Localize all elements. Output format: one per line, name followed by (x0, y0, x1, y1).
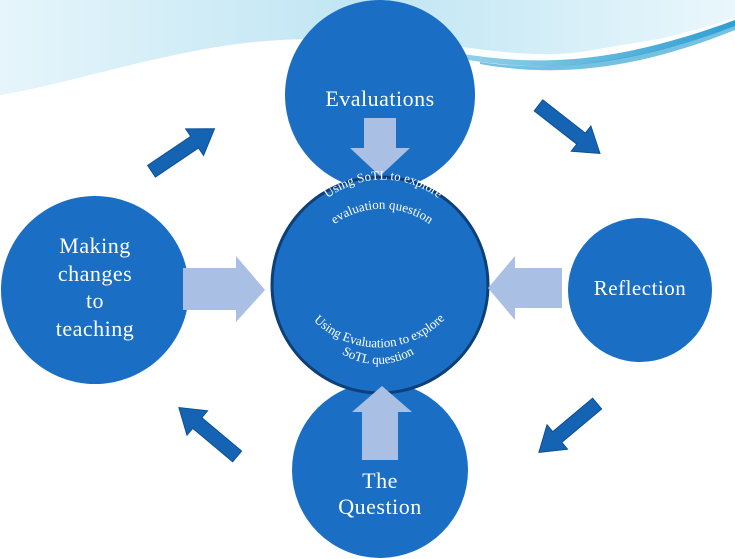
header-wave (0, 0, 735, 96)
arrow-reflection-to-center (488, 256, 562, 320)
question-line-2: Question (338, 494, 422, 520)
making-line-4: teaching (55, 315, 135, 341)
label-evaluations: Evaluations (325, 86, 435, 111)
label-reflection: Reflection (593, 276, 687, 300)
label-making-changes: Making changes to teaching (15, 232, 175, 342)
making-line-3: to (85, 288, 105, 313)
circle-evaluations (285, 0, 475, 190)
arrow-question-to-center (352, 386, 412, 460)
arrow-making-to-center (183, 256, 265, 322)
question-line-1: The (362, 468, 398, 493)
circle-reflection (568, 218, 712, 362)
label-question: The Question (300, 468, 460, 521)
arrow-reflection-to-question (538, 397, 603, 454)
arrow-question-to-making (178, 406, 243, 463)
arrow-evaluations-to-center (350, 118, 410, 176)
making-line-2: changes (57, 260, 133, 286)
arrow-evaluations-to-reflection (533, 99, 601, 154)
making-line-1: Making (59, 233, 131, 258)
arrow-making-to-evaluations (146, 128, 216, 178)
circle-making-changes (1, 196, 189, 384)
circle-question (292, 382, 468, 558)
